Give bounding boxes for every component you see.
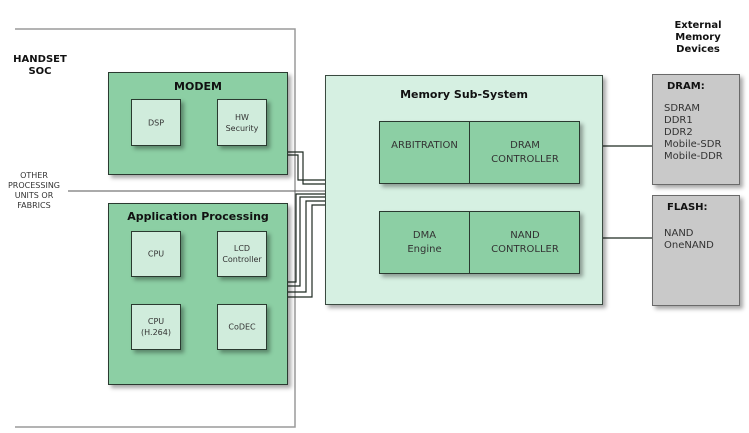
application-processing-group: Application Processing CPU LCD Controlle… (108, 203, 288, 385)
modem-title: MODEM (174, 80, 222, 93)
codec-block: CoDEC (217, 304, 267, 350)
flash-item: OneNAND (664, 240, 714, 251)
external-memory-heading: External Memory Devices (674, 20, 722, 55)
modem-group: MODEM DSP HW Security (108, 72, 288, 175)
hw-security-block: HW Security (217, 99, 267, 146)
dma-nand-controller-block: DMA Engine NAND CONTROLLER (379, 211, 580, 274)
lcd-controller-block: LCD Controller (217, 231, 267, 277)
flash-item: NAND (664, 228, 694, 239)
dram-device-box: DRAM: SDRAM DDR1 DDR2 Mobile-SDR Mobile-… (652, 74, 740, 185)
dram-item: Mobile-DDR (664, 151, 723, 162)
flash-title: FLASH: (667, 202, 708, 213)
dram-item: DDR1 (664, 115, 693, 126)
dram-item: DDR2 (664, 127, 693, 138)
lcd-controller-label: LCD Controller (222, 244, 262, 264)
memory-subsystem-title: Memory Sub-System (400, 88, 528, 101)
cpu-block: CPU (131, 231, 181, 277)
dram-controller-label: DRAM CONTROLLER (491, 139, 559, 165)
codec-label: CoDEC (228, 322, 256, 332)
other-processing-units-label: OTHER PROCESSING UNITS OR FABRICS (7, 171, 61, 210)
handset-soc-label: HANDSET SOC (13, 54, 67, 77)
hw-security-label: HW Security (225, 112, 259, 133)
cpu-label: CPU (147, 249, 165, 259)
dram-list: SDRAM DDR1 DDR2 Mobile-SDR Mobile-DDR (664, 103, 723, 163)
dma-engine-label: DMA Engine (407, 229, 442, 255)
nand-controller-label: NAND CONTROLLER (491, 229, 559, 255)
dram-item: Mobile-SDR (664, 139, 722, 150)
flash-list: NAND OneNAND (664, 228, 714, 252)
application-processing-title: Application Processing (127, 210, 269, 223)
dram-item: SDRAM (664, 103, 701, 114)
cpu-h264-block: CPU (H.264) (131, 304, 181, 350)
soc-boundary (15, 28, 296, 428)
arbitration-dram-controller-block: ARBITRATION DRAM CONTROLLER (379, 121, 580, 184)
dsp-label: DSP (147, 118, 165, 127)
dsp-block: DSP (131, 99, 181, 146)
cpu-h264-label: CPU (H.264) (141, 317, 171, 337)
divider (469, 122, 470, 183)
dram-title: DRAM: (667, 81, 705, 92)
flash-device-box: FLASH: NAND OneNAND (652, 195, 740, 306)
arbitration-label: ARBITRATION (391, 140, 458, 152)
divider (469, 212, 470, 273)
